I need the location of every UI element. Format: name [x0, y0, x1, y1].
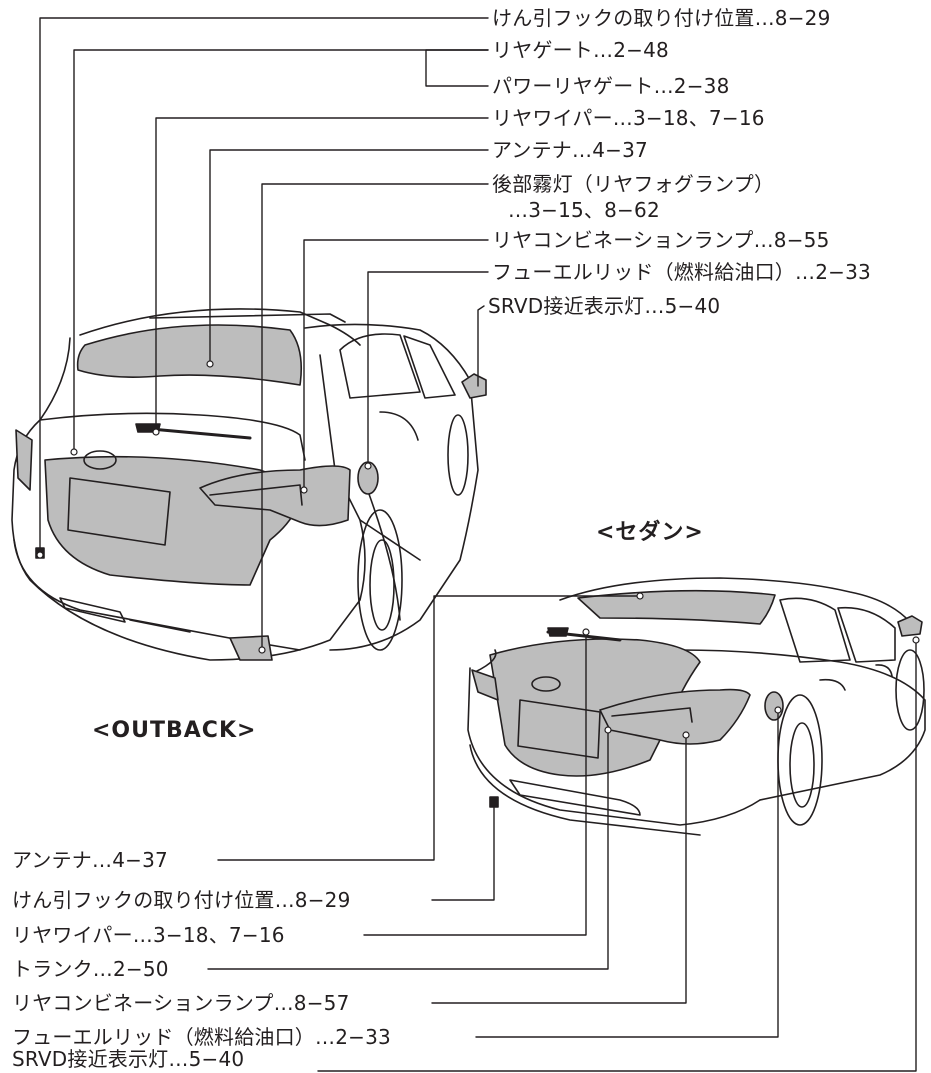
sedan-label-fuel-lid: フューエルリッド（燃料給油口）…2−33 — [12, 1025, 391, 1049]
outback-label-power-rear-gate: パワーリヤゲート…2−38 — [492, 74, 730, 98]
sedan-label-tow-hook: けん引フックの取り付け位置…8−29 — [12, 888, 351, 912]
outback-label-rear-gate: リヤゲート…2−48 — [492, 38, 669, 62]
sedan-label-antenna: アンテナ…4−37 — [12, 848, 168, 872]
sedan-caption: <セダン> — [596, 520, 704, 545]
sedan-leader-dots — [582, 592, 920, 739]
outback-leader-dots — [36, 360, 372, 654]
sedan-leader-lines — [207, 595, 917, 1072]
outback-label-tow-hook: けん引フックの取り付け位置…8−29 — [492, 6, 831, 30]
outback-label-fuel-lid: フューエルリッド（燃料給油口）…2−33 — [492, 260, 871, 284]
sedan-label-rear-wiper: リヤワイパー…3−18、7−16 — [12, 923, 285, 947]
sedan-label-rear-combination-lamp: リヤコンビネーションランプ…8−57 — [12, 991, 350, 1015]
outback-label-srvd: SRVD接近表示灯…5−40 — [488, 294, 721, 318]
outback-leader-lines — [39, 17, 489, 651]
outback-label-rear-fog-line2: …3−15、8−62 — [508, 198, 660, 222]
sedan-illustration — [467, 577, 926, 836]
outback-label-rear-combination-lamp: リヤコンビネーションランプ…8−55 — [492, 228, 830, 252]
outback-label-antenna: アンテナ…4−37 — [492, 138, 648, 162]
outback-label-rear-wiper: リヤワイパー…3−18、7−16 — [492, 106, 765, 130]
outback-illustration — [11, 308, 487, 661]
sedan-label-trunk: トランク…2−50 — [12, 957, 169, 981]
sedan-label-srvd: SRVD接近表示灯…5−40 — [12, 1047, 245, 1071]
outback-caption: <OUTBACK> — [92, 718, 257, 743]
outback-label-rear-fog-line1: 後部霧灯（リヤフォグランプ） — [492, 172, 775, 196]
